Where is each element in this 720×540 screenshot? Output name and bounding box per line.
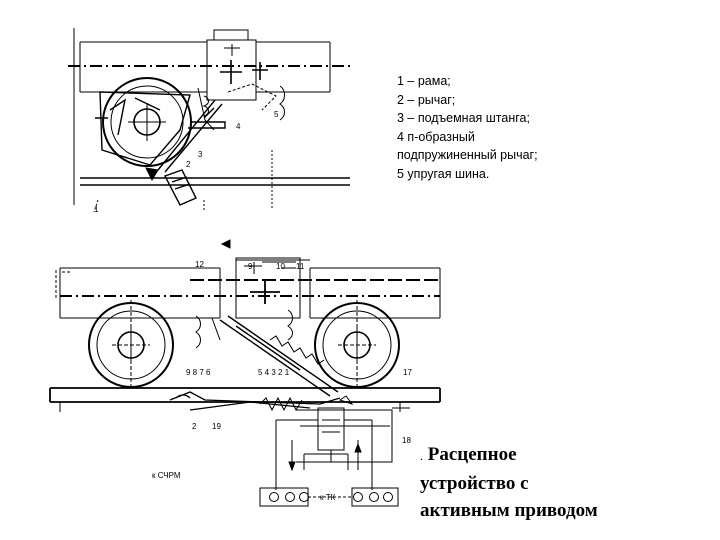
upper-coupler-head (206, 29, 257, 101)
upper-coupling-drawing (68, 28, 350, 213)
lower-linkage-zigzag (259, 396, 303, 412)
lower-direction-arrow (220, 239, 231, 249)
upper-label-4: 4 (236, 122, 241, 131)
lower-label-19: 19 (212, 422, 221, 431)
lower-rail (49, 387, 441, 403)
lower-left-wheel (88, 300, 174, 388)
upper-ticks (93, 150, 273, 213)
lower-coupling-drawing (49, 239, 441, 507)
upper-label-2: 2 (186, 160, 191, 169)
caption-line-2: устройство с (420, 473, 529, 494)
lower-spring-coil (269, 335, 325, 365)
lower-housing (296, 395, 393, 463)
upper-fork (145, 167, 159, 182)
upper-crosshair (220, 60, 268, 84)
lower-label-54321: 5 4 3 2 1 (258, 368, 290, 377)
lower-extension (55, 270, 72, 300)
lower-terminal-blocks (259, 487, 399, 507)
lower-actuator-box (317, 407, 345, 462)
lower-label-10: 10 (276, 262, 285, 271)
caption: . Расцепное устройство с активным привод… (420, 441, 598, 524)
legend-item-4: 4 п-образный (397, 129, 475, 144)
upper-label-3: 3 (198, 150, 203, 159)
lower-label-9: 9 (248, 262, 253, 271)
lower-label-to-schrm: к СЧРМ (152, 471, 181, 480)
lower-label-12: 12 (195, 260, 204, 269)
lower-label-17: 17 (403, 368, 412, 377)
caption-prefix: . (420, 449, 423, 463)
upper-bogie-frame (95, 91, 191, 166)
legend: 1 – рама; 2 – рычаг; 3 – подъемная штанг… (397, 72, 538, 183)
upper-label-1: 1 (94, 205, 99, 214)
upper-actuator (164, 169, 197, 206)
legend-item-4-cont: подпружиненный рычаг; (397, 148, 538, 162)
upper-lever (157, 99, 226, 173)
legend-item-5: 5 упругая шина. (397, 166, 490, 181)
legend-item-3: 3 – подъемная штанга; (397, 111, 530, 125)
upper-link (227, 83, 277, 111)
lower-flow-arrows (288, 442, 362, 472)
lower-coupler-head (235, 257, 301, 319)
legend-item-1: 1 – рама; (397, 74, 451, 88)
lower-car-frame (59, 259, 441, 319)
upper-label-5: 5 (274, 110, 279, 119)
lower-label-to-tk: к ТК (320, 493, 336, 502)
caption-line-1: Расцепное (427, 444, 517, 465)
lower-right-wheel (314, 300, 400, 388)
lower-label-2: 2 (192, 422, 197, 431)
upper-rail (80, 177, 350, 186)
lower-label-9876: 9 8 7 6 (186, 368, 211, 377)
lower-linkage (169, 391, 341, 411)
upper-spring (197, 85, 296, 131)
caption-line-3: активным приводом (420, 500, 598, 521)
lower-crosshair (250, 280, 280, 304)
lower-springs (195, 309, 293, 349)
upper-wheel (102, 77, 192, 167)
lower-label-18: 18 (402, 436, 411, 445)
lower-under-rail (59, 402, 410, 412)
lower-lifting-rods (219, 315, 339, 397)
legend-item-2: 2 – рычаг; (397, 92, 456, 107)
lower-pneumatic-circuit (275, 419, 373, 490)
lower-label-11: 11 (296, 262, 305, 271)
